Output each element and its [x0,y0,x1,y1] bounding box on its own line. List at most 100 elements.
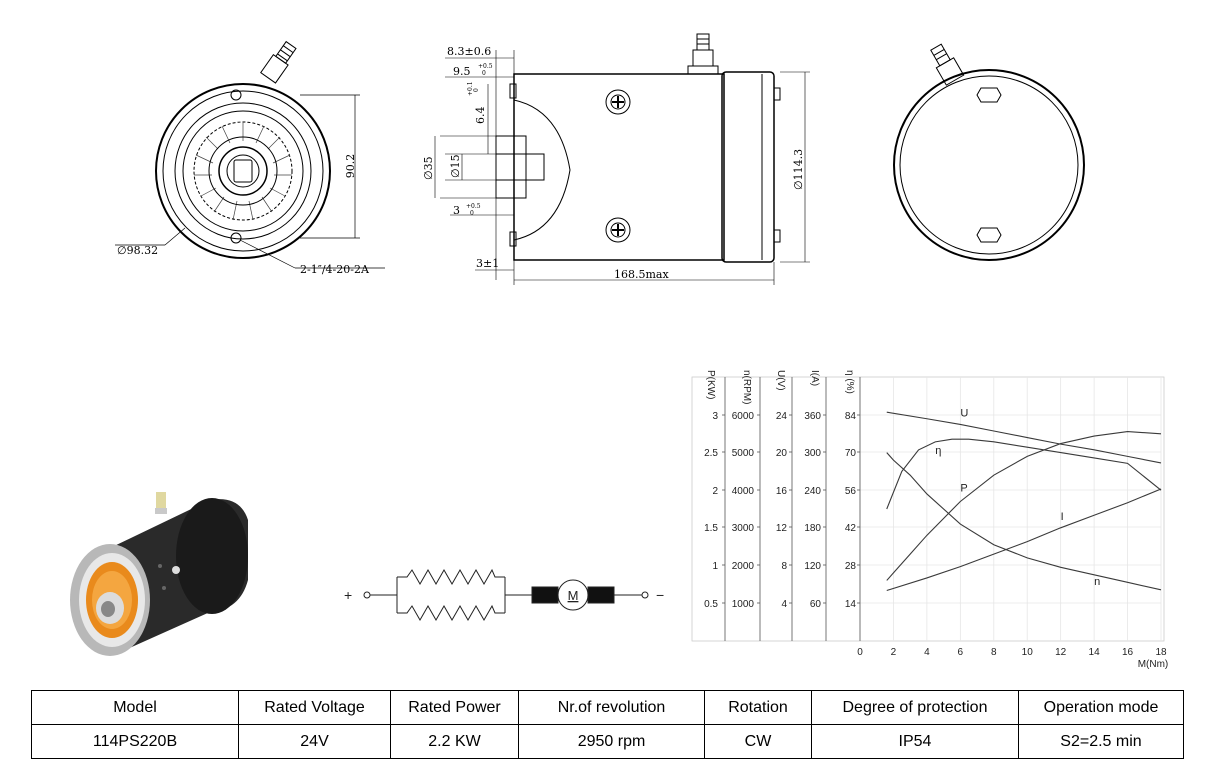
spec-value-row: 114PS220B 24V 2.2 KW 2950 rpm CW IP54 S2… [31,724,1184,759]
series-line-n [886,452,1162,591]
y-tick-label: 120 [804,561,821,572]
side-dim-3-1: 3±1 [476,257,499,270]
series-line-U [886,411,1162,464]
spec-header-cell: Rated Power [390,690,519,725]
y-tick-label: 70 [845,448,857,459]
side-dim-9-5: 9.5 [453,65,471,78]
y-axis-label: η (%) [844,370,855,394]
side-dim-114: ∅114.3 [792,149,805,190]
y-tick-label: 16 [776,486,788,497]
y-tick-label: 0.5 [704,599,718,610]
x-tick-label: 16 [1122,647,1134,658]
side-dim-15: ∅15 [449,154,462,178]
spec-value-cell: S2=2.5 min [1018,724,1184,759]
side-dim-8-3: 8.3±0.6 [447,45,491,58]
spec-header-cell: Nr.of revolution [518,690,705,725]
y-tick-label: 300 [804,448,821,459]
y-tick-label: 28 [845,561,857,572]
y-tick-label: 84 [845,411,857,422]
side-tol-6-4-upper: +0.1 [467,81,474,96]
spec-header-cell: Model [31,690,239,725]
x-tick-label: 10 [1022,647,1034,658]
y-tick-label: 12 [776,523,788,534]
y-tick-label: 1 [712,561,718,572]
side-tol-3-lower: 0 [470,210,474,217]
y-tick-label: 24 [776,411,788,422]
x-tick-label: 8 [991,647,997,658]
spec-value-cell: IP54 [811,724,1019,759]
y-axis-label: P(KW) [705,370,716,399]
circuit-plus-label: + [344,587,352,603]
x-tick-label: 12 [1055,647,1067,658]
x-tick-label: 14 [1089,647,1101,658]
side-tol-3-upper: +0.5 [466,203,481,210]
series-label: I [1061,511,1064,523]
y-tick-label: 3000 [732,523,755,534]
y-tick-label: 6000 [732,411,755,422]
spec-table: Model Rated Voltage Rated Power Nr.of re… [31,690,1184,759]
y-axis-label: I(A) [809,370,820,386]
spec-header-cell: Rated Voltage [238,690,391,725]
spec-header-row: Model Rated Voltage Rated Power Nr.of re… [31,690,1184,725]
chart-series: UηP In [886,407,1162,591]
x-tick-label: 2 [891,647,897,658]
side-tol-9-5-lower: 0 [482,70,486,77]
y-tick-label: 240 [804,486,821,497]
series-label: η [935,445,941,457]
x-tick-label: 4 [924,647,930,658]
y-tick-label: 14 [845,599,857,610]
spec-header-cell: Rotation [704,690,812,725]
side-dim-35: ∅35 [422,156,435,180]
front-view [115,40,385,269]
spec-value-cell: 2950 rpm [518,724,705,759]
front-dim-thread: 2-1″/4-20-2A [300,263,370,276]
y-tick-label: 4 [781,599,787,610]
y-tick-label: 60 [810,599,822,610]
series-label: U [960,407,968,419]
rear-view [893,43,1085,261]
side-tol-6-4-lower: 0 [473,88,480,92]
y-axis-label: n(RPM) [741,370,752,404]
side-tol-9-5-upper: +0.5 [478,63,493,70]
x-tick-label: 0 [857,647,863,658]
y-tick-label: 2 [712,486,718,497]
series-line-η [886,438,1162,510]
y-tick-label: 2.5 [704,448,718,459]
spec-value-cell: 2.2 KW [390,724,519,759]
spec-header-cell: Operation mode [1018,690,1184,725]
y-tick-label: 20 [776,448,788,459]
y-tick-label: 360 [804,411,821,422]
y-tick-label: 8 [781,561,787,572]
front-dim-90: 90.2 [344,154,357,179]
side-dim-3: 3 [453,204,460,217]
y-tick-label: 180 [804,523,821,534]
series-label: n [1094,576,1100,588]
circuit-minus-label: − [656,587,664,603]
x-tick-label: 6 [958,647,964,658]
y-tick-label: 42 [845,523,857,534]
spec-header-cell: Degree of protection [811,690,1019,725]
y-tick-label: 4000 [732,486,755,497]
series-line-I [886,488,1162,591]
motor-symbol-label: M [568,588,579,603]
circuit-symbol [363,568,649,622]
y-tick-label: 1.5 [704,523,718,534]
x-tick-label: 18 [1155,647,1167,658]
y-tick-label: 5000 [732,448,755,459]
motor-3d-illustration [70,492,248,656]
front-dim-98: ∅98.32 [117,244,158,257]
spec-value-cell: CW [704,724,812,759]
series-line-P [886,430,1162,581]
side-dim-length: 168.5max [614,268,669,281]
y-tick-label: 3 [712,411,718,422]
x-axis-label: M(Nm) [1138,659,1169,670]
chart-grid [859,377,1162,641]
y-axis-label: U(V) [775,370,786,391]
side-dim-6-4: 6.4 [474,107,487,125]
spec-value-cell: 114PS220B [31,724,239,759]
series-label: P [960,482,967,494]
y-tick-label: 2000 [732,561,755,572]
side-view [434,33,810,285]
